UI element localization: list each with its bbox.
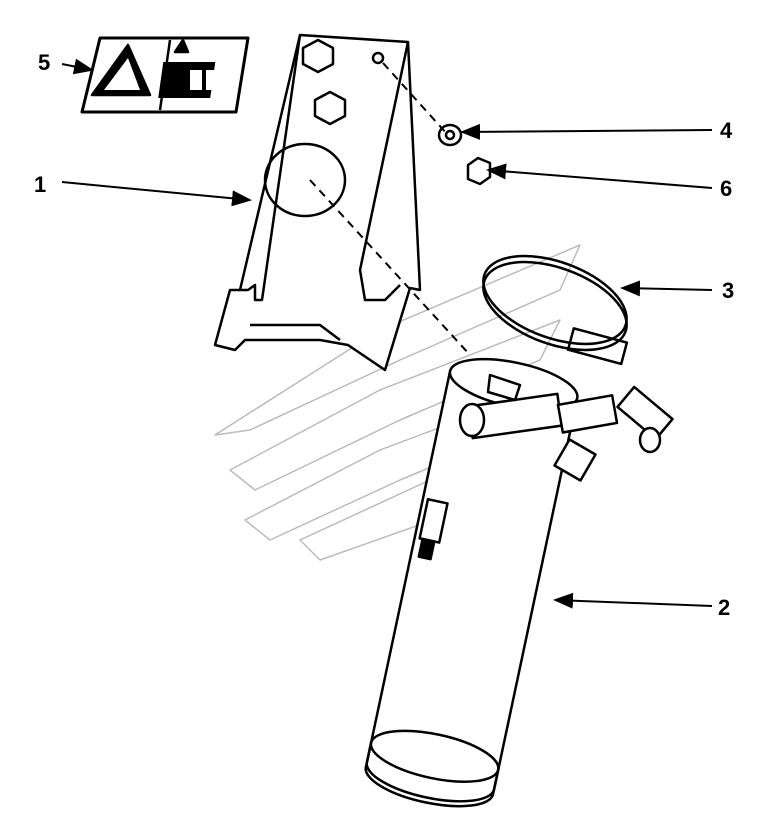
fittings [458, 373, 674, 482]
callout-3: 3 [722, 278, 735, 303]
callout-5: 5 [38, 50, 51, 75]
callout-4: 4 [720, 118, 733, 143]
receiver-drier [364, 357, 579, 808]
hose-clamp [482, 254, 629, 366]
mounting-bracket [213, 33, 422, 372]
callout-1: 1 [34, 172, 47, 197]
callout-6: 6 [720, 176, 733, 201]
nut [466, 156, 492, 186]
callout-2: 2 [718, 595, 731, 620]
warning-decal [80, 36, 250, 114]
assembly-line [309, 62, 471, 356]
leader-lines [61, 58, 713, 609]
